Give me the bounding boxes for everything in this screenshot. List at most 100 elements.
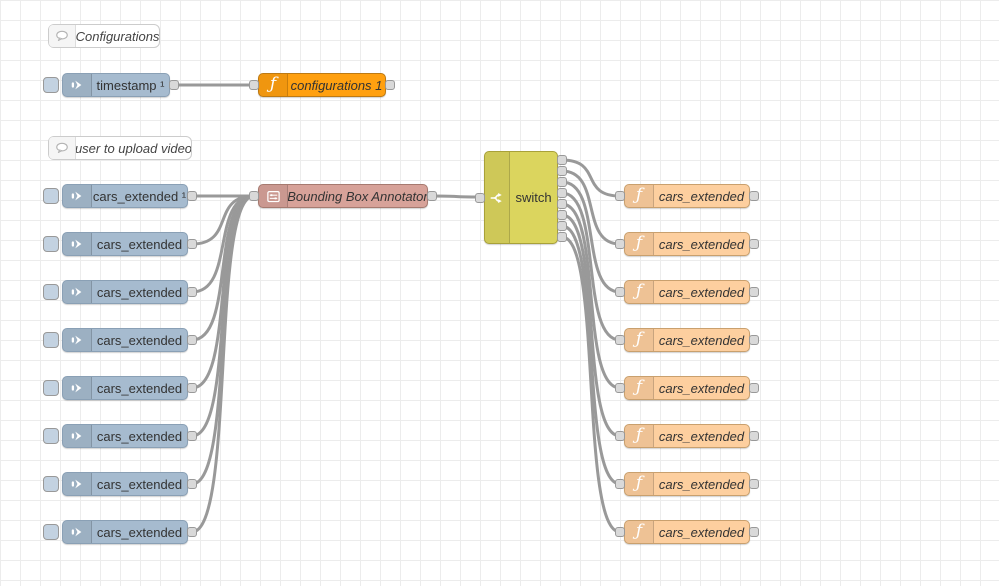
node-body[interactable]: Configurations xyxy=(48,24,160,48)
node-switch[interactable]: switch xyxy=(475,151,567,244)
inject-button[interactable] xyxy=(43,188,59,204)
output-port[interactable] xyxy=(187,527,197,537)
output-port[interactable] xyxy=(749,287,759,297)
node-body[interactable]: Bounding Box Annotator xyxy=(258,184,428,208)
output-port-7[interactable] xyxy=(557,221,567,231)
output-port[interactable] xyxy=(187,479,197,489)
output-port[interactable] xyxy=(187,239,197,249)
output-port[interactable] xyxy=(187,335,197,345)
output-port[interactable] xyxy=(187,383,197,393)
comment-configurations[interactable]: Configurations xyxy=(48,24,160,48)
output-port[interactable] xyxy=(749,479,759,489)
inject-cars-extended-7[interactable]: cars_extended xyxy=(43,472,197,496)
output-port[interactable] xyxy=(169,80,179,90)
wire[interactable] xyxy=(190,194,256,534)
output-port-8[interactable] xyxy=(557,232,567,242)
inject-cars-extended-4[interactable]: cars_extended xyxy=(43,328,197,352)
wire[interactable] xyxy=(430,194,482,199)
node-body[interactable]: user to upload video xyxy=(48,136,192,160)
input-port[interactable] xyxy=(615,527,625,537)
wire[interactable] xyxy=(560,235,622,534)
node-body[interactable]: cars_extended xyxy=(62,424,188,448)
output-port[interactable] xyxy=(187,191,197,201)
input-port[interactable] xyxy=(249,191,259,201)
wire[interactable] xyxy=(560,224,622,486)
output-port[interactable] xyxy=(749,383,759,393)
output-port[interactable] xyxy=(749,239,759,249)
inject-cars-extended-3[interactable]: cars_extended xyxy=(43,280,197,304)
output-port-1[interactable] xyxy=(557,155,567,165)
wire[interactable] xyxy=(560,202,622,390)
inject-button[interactable] xyxy=(43,332,59,348)
node-body[interactable]: cars_extended xyxy=(62,232,188,256)
inject-timestamp[interactable]: timestamp ¹ xyxy=(43,73,179,97)
input-port[interactable] xyxy=(615,479,625,489)
inject-cars-extended-2[interactable]: cars_extended xyxy=(43,232,197,256)
output-port-4[interactable] xyxy=(557,188,567,198)
inject-button[interactable] xyxy=(43,284,59,300)
output-port[interactable] xyxy=(749,335,759,345)
node-body[interactable]: switch xyxy=(484,151,558,244)
input-port[interactable] xyxy=(615,431,625,441)
output-port[interactable] xyxy=(749,527,759,537)
output-port[interactable] xyxy=(427,191,437,201)
inject-cars-extended-6[interactable]: cars_extended xyxy=(43,424,197,448)
comment-upload-video[interactable]: user to upload video xyxy=(48,136,192,160)
output-port[interactable] xyxy=(187,431,197,441)
node-body[interactable]: timestamp ¹ xyxy=(62,73,170,97)
output-port[interactable] xyxy=(187,287,197,297)
inject-button[interactable] xyxy=(43,380,59,396)
inject-button[interactable] xyxy=(43,236,59,252)
wire[interactable] xyxy=(560,158,622,198)
input-port[interactable] xyxy=(475,192,485,203)
input-port[interactable] xyxy=(615,287,625,297)
input-port[interactable] xyxy=(249,80,259,90)
inject-button[interactable] xyxy=(43,428,59,444)
output-port-5[interactable] xyxy=(557,199,567,209)
wire[interactable] xyxy=(560,213,622,438)
input-port[interactable] xyxy=(615,239,625,249)
output-port-3[interactable] xyxy=(557,177,567,187)
node-bounding-box-annotator[interactable]: Bounding Box Annotator xyxy=(249,184,437,208)
wire[interactable] xyxy=(560,191,622,342)
node-body[interactable]: cars_extended ¹ xyxy=(62,184,188,208)
wire[interactable] xyxy=(560,169,622,246)
node-body[interactable]: cars_extended xyxy=(62,328,188,352)
input-port[interactable] xyxy=(615,383,625,393)
output-port-2[interactable] xyxy=(557,166,567,176)
input-port[interactable] xyxy=(615,335,625,345)
inject-cars-extended-8[interactable]: cars_extended xyxy=(43,520,197,544)
inject-button[interactable] xyxy=(43,524,59,540)
node-body[interactable]: cars_extended xyxy=(62,520,188,544)
inject-button[interactable] xyxy=(43,77,59,93)
inject-button[interactable] xyxy=(43,476,59,492)
node-body[interactable]: cars_extended xyxy=(62,280,188,304)
node-body[interactable]: cars_extended xyxy=(62,376,188,400)
output-port[interactable] xyxy=(385,80,395,90)
wire[interactable] xyxy=(560,180,622,294)
output-port-6[interactable] xyxy=(557,210,567,220)
inject-cars-extended-1[interactable]: cars_extended ¹ xyxy=(43,184,197,208)
node-body[interactable]: cars_extended xyxy=(62,472,188,496)
output-port[interactable] xyxy=(749,191,759,201)
inject-cars-extended-5[interactable]: cars_extended xyxy=(43,376,197,400)
